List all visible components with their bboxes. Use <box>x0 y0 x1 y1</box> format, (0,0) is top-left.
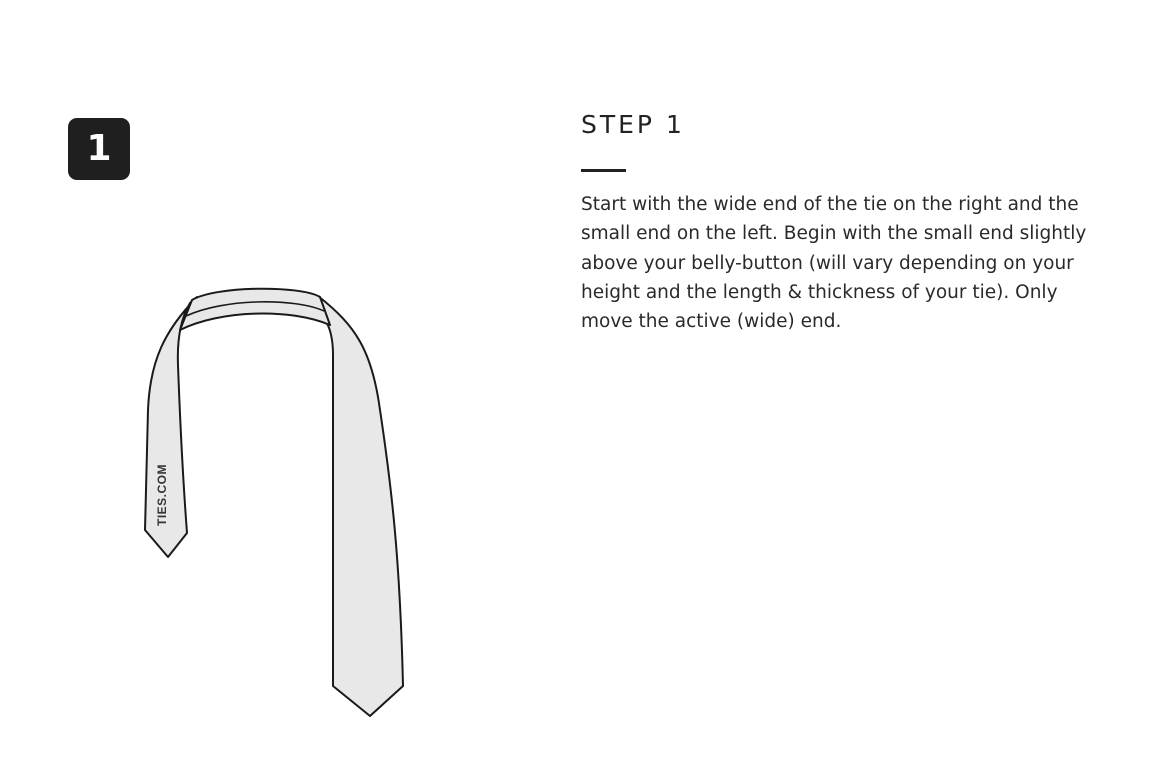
tie-small-end <box>144 296 198 558</box>
tie-neck-band-fold <box>185 300 325 317</box>
tie-neck-band <box>179 287 331 331</box>
tie-illustration: TIES.COM <box>144 287 404 717</box>
step-title: STEP 1 <box>581 110 685 139</box>
tie-wide-end <box>309 295 404 717</box>
step-text-panel: STEP 1 Start with the wide end of the ti… <box>581 108 1091 336</box>
step-instructions: Start with the wide end of the tie on th… <box>581 194 1087 333</box>
step-number-badge: 1 <box>68 118 130 180</box>
tie-watermark: TIES.COM <box>155 464 169 526</box>
title-divider <box>581 169 626 172</box>
